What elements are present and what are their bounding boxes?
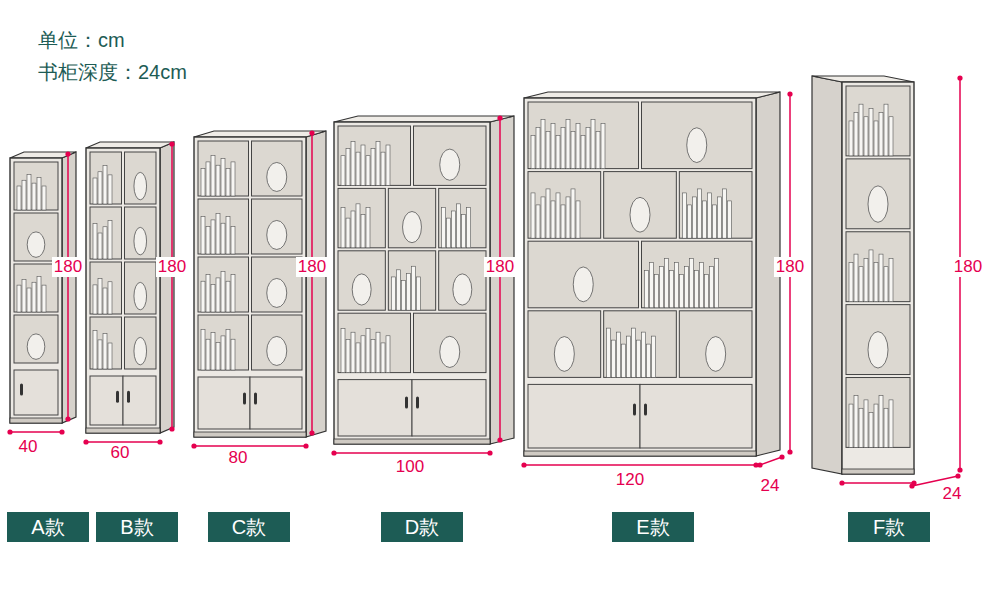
dimension-end	[331, 450, 336, 455]
dimension-label: 180	[52, 257, 84, 277]
dimension-end	[7, 429, 12, 434]
dimension-label: 180	[296, 257, 328, 277]
dimension-label: 100	[394, 457, 426, 477]
dimension-end	[787, 91, 792, 96]
model-name: C款	[232, 516, 266, 538]
dimension-line	[194, 445, 306, 447]
dimension-label: 40	[17, 437, 40, 457]
dimension-end	[83, 439, 88, 444]
dimension-label: 180	[952, 257, 984, 277]
dimension-end	[955, 473, 960, 478]
header-note: 单位：cm	[38, 29, 125, 52]
model-tag: A款	[7, 512, 89, 542]
model-tag: E款	[612, 512, 694, 542]
dimension-label: 180	[774, 257, 806, 277]
model-tag: B款	[96, 512, 178, 542]
dimension-line	[760, 457, 782, 465]
dimension-end	[169, 141, 174, 146]
model-tag: F款	[848, 512, 930, 542]
header-note: 书柜深度：24cm	[38, 61, 187, 84]
model-tag: C款	[208, 512, 290, 542]
dimension-end	[497, 437, 502, 442]
dimension-label: 24	[941, 484, 964, 504]
model-name: A款	[31, 516, 64, 538]
dimension-end	[309, 130, 314, 135]
dimension-label: 80	[227, 448, 250, 468]
dimension-end	[157, 439, 162, 444]
model-name: B款	[120, 516, 153, 538]
bookcase-figure	[812, 76, 914, 474]
dimension-label: 180	[484, 257, 516, 277]
dimension-line	[842, 482, 914, 484]
dimension-end	[909, 483, 914, 488]
dimension-end	[757, 462, 762, 467]
dimension-end	[521, 462, 526, 467]
bookcase-figure	[524, 92, 780, 456]
dimension-end	[487, 450, 492, 455]
dimension-end	[303, 443, 308, 448]
model-name: D款	[405, 516, 439, 538]
bookcase-figure	[86, 142, 174, 433]
dimension-line	[499, 118, 501, 440]
dimension-line	[311, 133, 313, 433]
model-name: F款	[873, 516, 905, 538]
dimension-end	[65, 151, 70, 156]
dimension-lines	[7, 75, 962, 488]
dimension-line	[67, 154, 69, 419]
dimension-end	[787, 449, 792, 454]
dimension-label: 120	[614, 470, 646, 490]
dimension-end	[957, 75, 962, 80]
dimension-line	[334, 452, 490, 454]
dimension-end	[497, 115, 502, 120]
bookcase-figure	[10, 152, 76, 423]
dimension-label: 60	[109, 443, 132, 463]
dimension-end	[59, 429, 64, 434]
dimension-label: 24	[759, 476, 782, 496]
model-tag: D款	[381, 512, 463, 542]
dimension-label: 180	[156, 257, 188, 277]
dimension-end	[957, 467, 962, 472]
dimension-end	[779, 454, 784, 459]
bookcase-figure	[194, 131, 326, 437]
dimension-end	[309, 430, 314, 435]
dimension-end	[191, 443, 196, 448]
model-name: E款	[636, 516, 669, 538]
dimension-end	[169, 426, 174, 431]
dimension-line	[10, 431, 62, 433]
dimension-line	[171, 144, 173, 429]
dimension-line	[524, 464, 756, 466]
dimension-end	[65, 416, 70, 421]
bookcase-figure	[334, 116, 514, 444]
dimension-end	[839, 480, 844, 485]
